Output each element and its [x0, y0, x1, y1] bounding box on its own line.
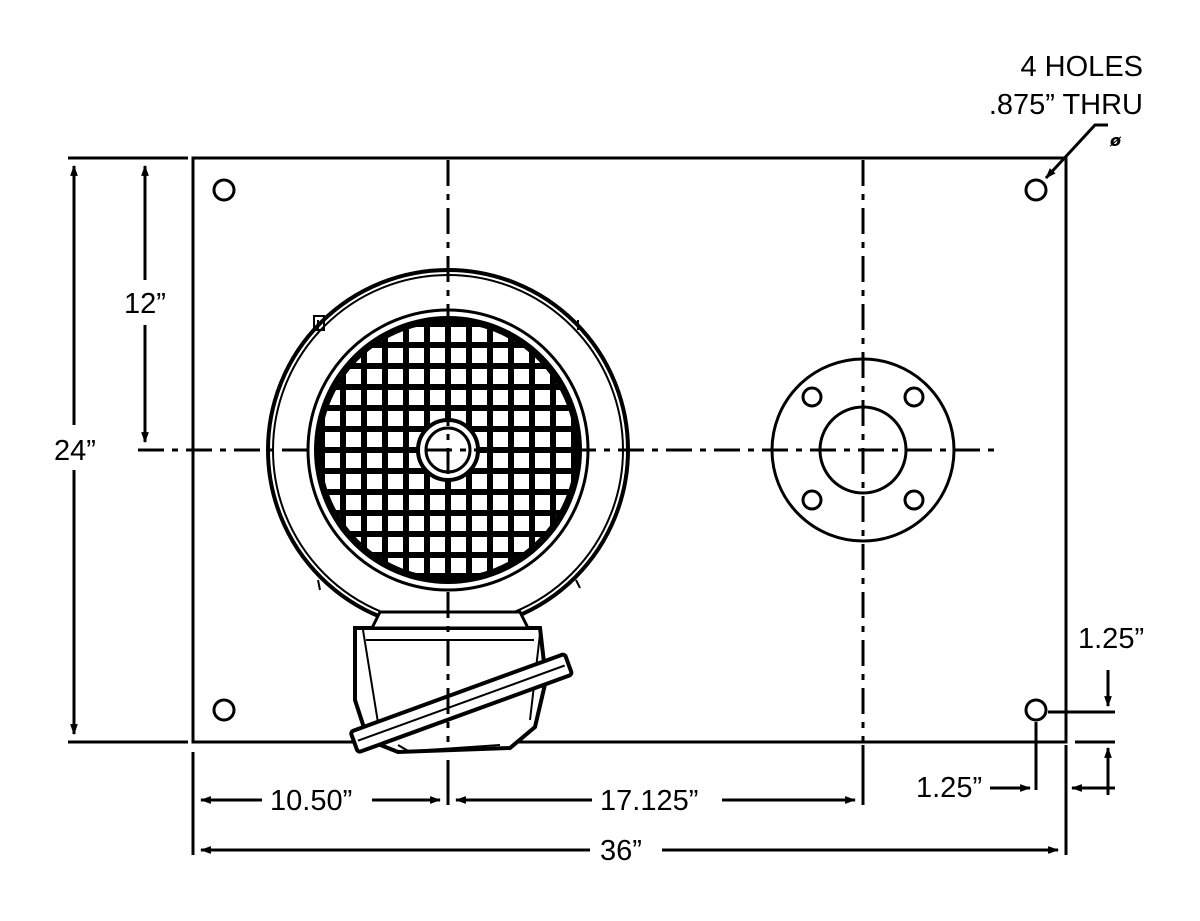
mounting-hole-top-right	[1024, 178, 1048, 202]
dim-left-offset: 10.50”	[270, 785, 352, 817]
dim-hole-edge-vertical: 1.25”	[1078, 623, 1144, 655]
mounting-hole-top-left	[212, 178, 236, 202]
dim-width-total: 36”	[600, 835, 642, 867]
dim-height-total: 24”	[54, 435, 96, 467]
dimension-lines	[70, 123, 1115, 854]
centerlines	[138, 160, 998, 742]
mounting-hole-bottom-right	[1024, 698, 1048, 722]
dim-hole-edge-horizontal: 1.25”	[916, 772, 982, 804]
dim-height-half: 12”	[124, 288, 166, 320]
extension-lines	[68, 156, 1115, 855]
diameter-symbol: ø	[1109, 131, 1122, 150]
dim-center-spacing: 17.125”	[600, 785, 698, 817]
hole-note-line1: 4 HOLES	[1021, 51, 1144, 83]
hole-note-line2: .875” THRU	[989, 89, 1143, 121]
mounting-hole-bottom-left	[212, 698, 236, 722]
